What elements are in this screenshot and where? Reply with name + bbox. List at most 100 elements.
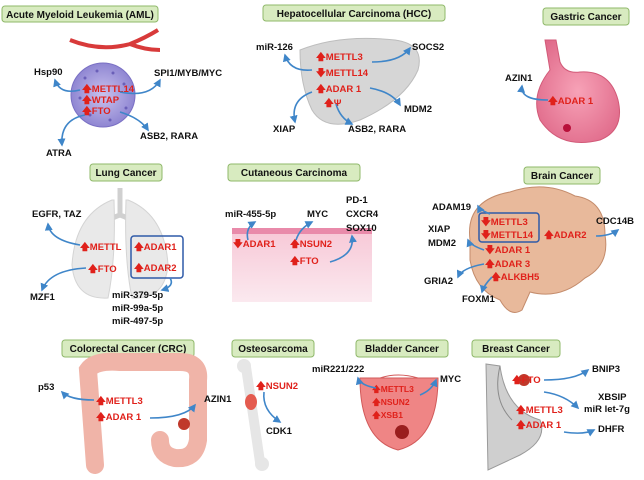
crc-marker-adar1: ADAR 1 [106,412,142,423]
lung-arrow-mirs [160,277,173,292]
breast-marker-fto: FTO [522,375,541,386]
brain-target-adam19: ADAM19 [432,202,471,213]
hcc-arrow-xiap [289,91,313,124]
cutaneous-target-sox10: SOX10 [346,223,377,234]
hcc-arrow-mdm2 [369,87,401,107]
skin-tissue-icon [232,228,372,302]
aml-up-arrow-1: 🡅 [82,83,93,95]
left-lung-icon [71,199,115,299]
hcc-arrow-socs2 [371,46,411,63]
hcc-target-asb2: ASB2, RARA [348,124,406,135]
crc-marker-mettl3: METTL3 [106,396,143,407]
crc-target-azin1: AZIN1 [204,394,232,405]
hcc-title: Hepatocellular Carcinoma (HCC) [277,9,431,20]
aml-title: Acute Myeloid Leukemia (AML) [6,10,154,21]
breast-arrow-bnip3 [543,369,590,381]
svg-text:🡇METTL14: 🡇METTL14 [316,67,369,79]
cutaneous-arrow-mir455 [246,221,257,241]
cutaneous-marker-fto: FTO [300,256,319,267]
lung-target-egfr: EGFR, TAZ [32,209,82,220]
lung-marker-adar1: ADAR1 [144,242,177,253]
svg-text:🡅ADAR 1: 🡅ADAR 1 [96,411,142,423]
svg-text:🡅METTL3: 🡅METTL3 [316,51,363,63]
hcc-target-mdm2: MDM2 [404,104,432,115]
svg-text:🡅NSUN2: 🡅NSUN2 [290,238,332,250]
panel-aml: Acute Myeloid Leukemia (AML) 🡅METTL14 🡅W… [1,5,222,159]
bone-icon [241,362,265,467]
svg-text:🡅ADAR 1: 🡅ADAR 1 [316,83,362,95]
panel-bladder: Bladder Cancer 🡅METTL3 🡅NSUN2 🡅XSB1 miR2… [312,339,461,451]
bladder-arrow-myc [419,378,438,396]
aml-marker-wtap: WTAP [92,95,120,106]
cutaneous-marker-nsun2: NSUN2 [300,239,332,250]
svg-text:🡅FTO: 🡅FTO [290,255,319,267]
panel-lung: Lung Cancer 🡅METTL 🡅FTO 🡅ADAR1 🡅ADAR2 EG… [30,163,184,327]
lung-title: Lung Cancer [95,168,156,179]
cutaneous-title: Cutaneous Carcinoma [241,168,348,179]
bladder-marker-mettl3: METTL3 [381,384,414,394]
svg-text:🡅NSUN2: 🡅NSUN2 [256,380,298,392]
brain-marker-mettl14: METTL14 [491,230,534,241]
brain-arrow-gria2 [456,263,485,279]
brain-marker-alkbh5: ALKBH5 [501,272,540,283]
brain-target-mdm2: MDM2 [428,238,456,249]
osteo-title: Osteosarcoma [238,344,308,355]
aml-target-hsp90: Hsp90 [34,67,63,78]
cutaneous-target-cxcr4: CXCR4 [346,209,379,220]
bladder-header [355,339,449,358]
lung-arrow-egfr [44,222,81,246]
breast-icon [485,363,543,471]
brain-target-cdc14b: CDC14B [596,216,634,227]
osteo-target-cdk1: CDK1 [266,426,293,437]
cutaneous-arrow-myc [295,221,314,241]
brain-marker-adar3: ADAR 3 [495,259,530,270]
brain-marker-adar1: ADAR 1 [495,245,531,256]
lung-target-mir99a: miR-99a-5p [112,303,163,314]
svg-text:🡇ADAR1: 🡇ADAR1 [233,238,276,250]
svg-text:🡅XSB1: 🡅XSB1 [372,410,403,420]
svg-text:🡇METTL3: 🡇METTL3 [481,216,528,228]
crc-title: Colorectal Cancer (CRC) [70,344,187,355]
svg-text:🡅NSUN2: 🡅NSUN2 [372,397,410,407]
aml-target-spi1: SPI1/MYB/MYC [154,68,222,79]
aml-arrow-atra [57,114,86,147]
svg-text:🡅METTL3: 🡅METTL3 [96,395,143,407]
svg-text:🡅ADAR 1: 🡅ADAR 1 [548,95,594,107]
brain-arrow-xiap [466,238,485,251]
right-lung-icon [125,199,169,299]
svg-text:🡅ADAR2: 🡅ADAR2 [134,262,177,274]
bladder-title: Bladder Cancer [365,344,439,355]
svg-text:🡅ADAR 3: 🡅ADAR 3 [485,258,530,270]
brain-header [523,166,601,185]
hcc-marker-adar1: ADAR 1 [326,84,362,95]
brain-arrow-cdc14b [595,229,620,238]
breast-target-bnip3: BNIP3 [592,364,620,375]
gastric-title: Gastric Cancer [550,12,621,23]
brain-mettl-box [478,212,540,243]
lung-target-mir497: miR-497-5p [112,316,163,327]
svg-text:🡅ADAR 1: 🡅ADAR 1 [516,419,562,431]
aml-header [1,5,159,23]
cutaneous-target-myc: MYC [307,209,328,220]
gastric-target-azin1: AZIN1 [505,73,533,84]
lung-marker-fto: FTO [98,264,117,275]
breast-arrow-dhfr [563,429,596,437]
svg-text:🡅FTO: 🡅FTO [88,263,117,275]
brain-target-gria2: GRIA2 [424,276,453,287]
hcc-target-mir126: miR-126 [256,42,293,53]
hcc-marker-psi: Ψ [334,98,342,109]
hcc-target-socs2: SOCS2 [412,42,444,53]
bladder-marker-nsun2: NSUN2 [381,397,410,407]
hcc-marker-mettl3: METTL3 [326,52,363,63]
lung-marker-adar2: ADAR2 [144,263,177,274]
hcc-arrow-asb2 [335,103,354,125]
breast-arrow-xbsip [543,391,580,410]
aml-target-asb2: ASB2, RARA [140,131,198,142]
svg-text:🡅WTAP: 🡅WTAP [82,94,120,106]
panel-crc: Colorectal Cancer (CRC) 🡅METTL3 🡅ADAR 1 … [38,339,232,474]
hcc-target-xiap: XIAP [273,124,296,135]
osteo-marker-nsun2: NSUN2 [266,381,298,392]
breast-marker-adar1: ADAR 1 [526,420,562,431]
gastric-header [542,7,630,26]
